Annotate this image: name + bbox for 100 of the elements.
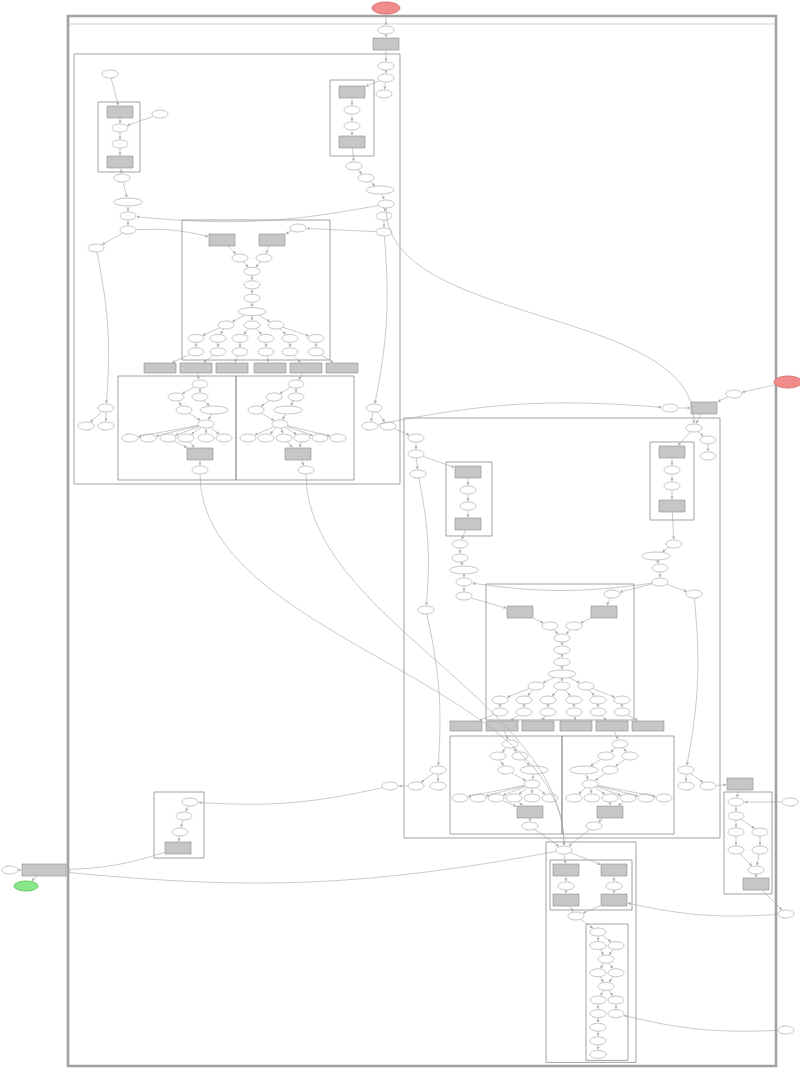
arrow: [122, 181, 128, 198]
arrow: [600, 963, 604, 969]
cluster-frame: [66, 14, 778, 1068]
arrow: [198, 787, 383, 805]
arrow: [191, 427, 202, 435]
arrow: [126, 206, 130, 212]
arrow: [350, 98, 354, 106]
filled-box: [284, 447, 312, 461]
arrow: [585, 773, 589, 780]
arrow: [690, 773, 703, 783]
arrow: [602, 935, 611, 942]
arrow: [415, 458, 419, 470]
filled-box: [449, 720, 483, 732]
arrow: [203, 400, 210, 406]
ellipse-node: [449, 565, 479, 575]
filled-box: [590, 605, 618, 619]
arrow: [306, 227, 377, 232]
arrow: [294, 388, 298, 393]
arrow: [619, 583, 653, 593]
filled-box: [338, 85, 366, 99]
arrow: [384, 34, 388, 38]
filled-box: [454, 465, 482, 479]
ellipse-node: [199, 405, 229, 415]
arrow: [541, 715, 546, 721]
arrow: [608, 962, 613, 969]
arrow: [66, 851, 165, 871]
arrow: [568, 829, 590, 847]
arrow: [678, 431, 691, 446]
arrow: [255, 328, 262, 335]
arrow: [502, 747, 507, 752]
cluster-frame: [73, 53, 401, 485]
arrow: [594, 787, 605, 795]
arrow: [270, 427, 277, 434]
arrow: [596, 1017, 600, 1023]
arrow: [596, 786, 621, 796]
arrow: [485, 785, 525, 797]
arrow: [627, 902, 779, 917]
arrow: [573, 716, 577, 721]
arrow: [136, 205, 379, 222]
arrow: [321, 354, 334, 363]
cluster-frame: [723, 791, 773, 895]
arrow: [569, 906, 574, 912]
arrow: [534, 829, 559, 847]
filled-box: [338, 135, 366, 149]
arrow: [203, 355, 214, 363]
arrow: [426, 614, 441, 766]
arrow: [126, 220, 130, 226]
arrow: [518, 787, 528, 795]
arrow: [597, 785, 656, 798]
arrow: [595, 773, 606, 781]
arrow: [177, 836, 181, 842]
arrow: [284, 427, 297, 435]
arrow: [542, 677, 555, 684]
arrow: [119, 168, 123, 174]
arrow: [127, 116, 154, 126]
cluster-frame: [329, 79, 375, 157]
arrow: [204, 428, 208, 434]
arrow: [531, 774, 535, 780]
arrow: [216, 342, 220, 348]
arrow: [536, 787, 546, 795]
arrow: [734, 820, 738, 828]
arrow: [178, 400, 182, 406]
arrow: [279, 386, 291, 394]
arrow: [560, 678, 564, 682]
arrow: [742, 384, 776, 393]
arrow: [261, 400, 270, 407]
arrow: [608, 802, 612, 806]
cluster-frame: [485, 583, 635, 721]
arrow: [522, 704, 526, 708]
arrow: [243, 261, 249, 268]
arrow: [596, 1004, 600, 1009]
arrow: [383, 208, 387, 212]
filled-box: [600, 863, 628, 877]
arrow: [503, 786, 526, 796]
arrow: [436, 774, 440, 782]
arrow: [672, 512, 675, 540]
arrow: [172, 354, 191, 363]
arrow: [569, 677, 580, 683]
filled-box: [658, 445, 686, 459]
arrow: [511, 772, 526, 781]
arrow: [502, 800, 517, 807]
arrow: [601, 715, 607, 721]
arrow: [590, 759, 602, 766]
filled-box: [552, 863, 580, 877]
filled-box: [179, 362, 213, 374]
filled-box: [506, 605, 534, 619]
arrow: [90, 411, 103, 423]
arrow: [188, 413, 201, 421]
arrow: [623, 747, 627, 752]
arrow: [461, 530, 466, 540]
arrow: [350, 130, 354, 136]
arrow: [466, 510, 470, 518]
cluster-frame: [235, 375, 355, 481]
cluster-frame: [97, 101, 141, 173]
arrow: [614, 731, 619, 740]
arrow: [185, 805, 189, 812]
filled-box: [658, 499, 686, 513]
arrow: [530, 788, 534, 794]
arrow: [220, 328, 224, 334]
arrow: [734, 836, 738, 846]
